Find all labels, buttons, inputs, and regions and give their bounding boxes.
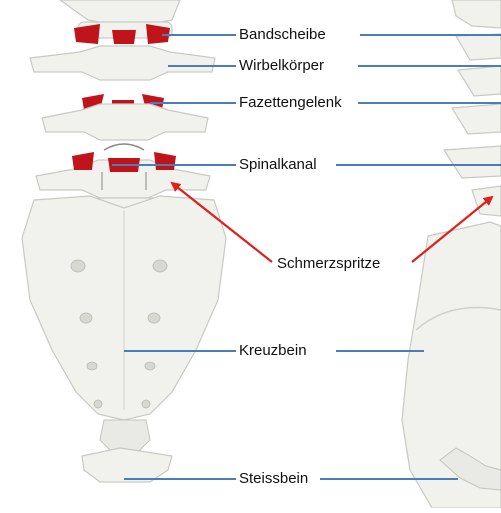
label-kreuzbein: Kreuzbein: [238, 342, 308, 360]
facet-highlight: [72, 152, 94, 170]
lateral-spine-view: [402, 0, 501, 508]
facet-highlight: [154, 152, 176, 170]
label-wirbelkoerper: Wirbelkörper: [238, 57, 325, 75]
vertebra-l3: [42, 104, 208, 140]
disc-highlight: [112, 30, 136, 44]
label-schmerzspritze: Schmerzspritze: [276, 255, 381, 273]
vertebra-l2: [30, 46, 215, 80]
label-fazettengelenk: Fazettengelenk: [238, 94, 343, 112]
label-spinalkanal: Spinalkanal: [238, 156, 318, 174]
posterior-spine-view: [22, 0, 226, 482]
coccyx: [82, 448, 172, 482]
label-bandscheibe: Bandscheibe: [238, 26, 327, 44]
coccyx-upper: [100, 420, 150, 452]
label-steissbein: Steissbein: [238, 470, 309, 488]
